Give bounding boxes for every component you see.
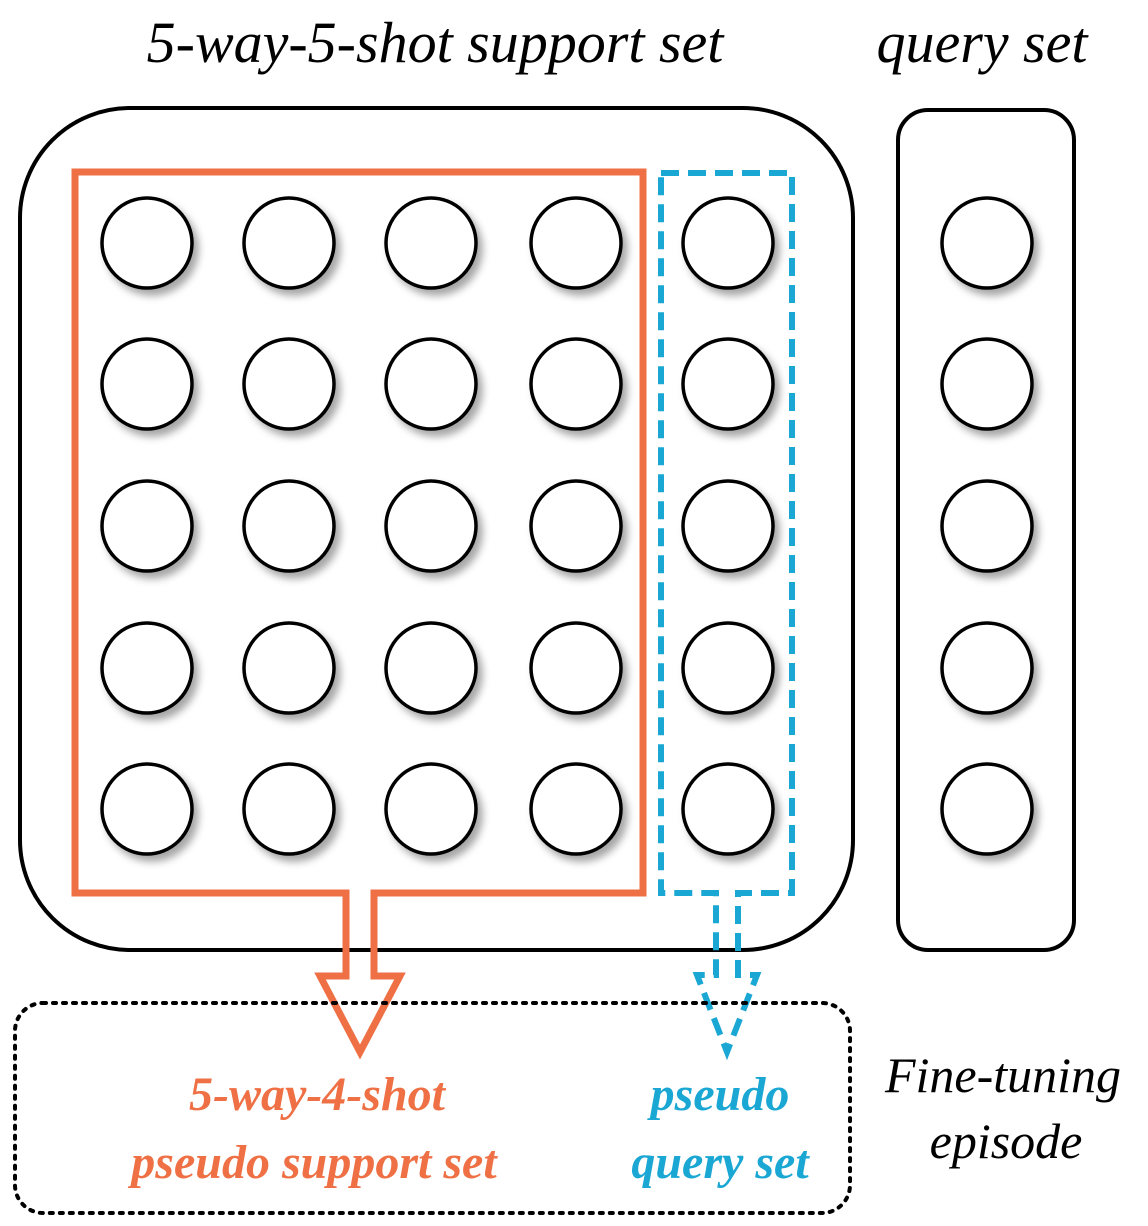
support-sample-circle bbox=[384, 479, 478, 573]
support-sample-circle bbox=[242, 621, 336, 715]
pseudo-support-region bbox=[71, 168, 647, 1060]
support-sample-circle bbox=[529, 621, 623, 715]
support-sample-circle bbox=[242, 479, 336, 573]
support-sample-circle bbox=[100, 196, 194, 290]
support-sample-circle bbox=[681, 762, 775, 856]
support-sample-circle bbox=[529, 762, 623, 856]
query-sample-circle bbox=[940, 337, 1034, 431]
query-sample-circle bbox=[940, 196, 1034, 290]
query-sample-circle bbox=[940, 479, 1034, 573]
support-samples bbox=[100, 196, 775, 856]
query-sample-circle bbox=[940, 621, 1034, 715]
support-sample-circle bbox=[529, 337, 623, 431]
support-sample-circle bbox=[100, 479, 194, 573]
query-set-title: query set bbox=[877, 10, 1090, 75]
support-sample-circle bbox=[681, 337, 775, 431]
support-sample-circle bbox=[100, 621, 194, 715]
support-sample-circle bbox=[529, 479, 623, 573]
support-sample-circle bbox=[242, 196, 336, 290]
pseudo-query-label-line2: query set bbox=[631, 1136, 810, 1189]
support-sample-circle bbox=[100, 762, 194, 856]
query-sample-circle bbox=[940, 762, 1034, 856]
support-set-title: 5-way-5-shot support set bbox=[147, 10, 726, 75]
fine-tuning-episode-box bbox=[13, 1001, 852, 1215]
support-sample-circle bbox=[100, 337, 194, 431]
support-sample-circle bbox=[384, 762, 478, 856]
support-sample-circle bbox=[681, 621, 775, 715]
query-samples bbox=[940, 196, 1034, 856]
support-sample-circle bbox=[384, 337, 478, 431]
episode-label-line2: episode bbox=[930, 1113, 1083, 1169]
support-sample-circle bbox=[384, 196, 478, 290]
support-sample-circle bbox=[384, 621, 478, 715]
pseudo-query-region bbox=[658, 170, 795, 1061]
support-sample-circle bbox=[681, 196, 775, 290]
pseudo-support-label-line2: pseudo support set bbox=[127, 1136, 498, 1189]
support-sample-circle bbox=[242, 337, 336, 431]
support-sample-circle bbox=[681, 479, 775, 573]
support-set-box bbox=[18, 106, 855, 952]
query-set-box bbox=[896, 108, 1076, 952]
support-sample-circle bbox=[529, 196, 623, 290]
pseudo-query-label-line1: pseudo bbox=[647, 1068, 790, 1121]
pseudo-support-label-line1: 5-way-4-shot bbox=[189, 1068, 447, 1121]
episode-label-line1: Fine-tuning bbox=[884, 1047, 1121, 1103]
support-sample-circle bbox=[242, 762, 336, 856]
